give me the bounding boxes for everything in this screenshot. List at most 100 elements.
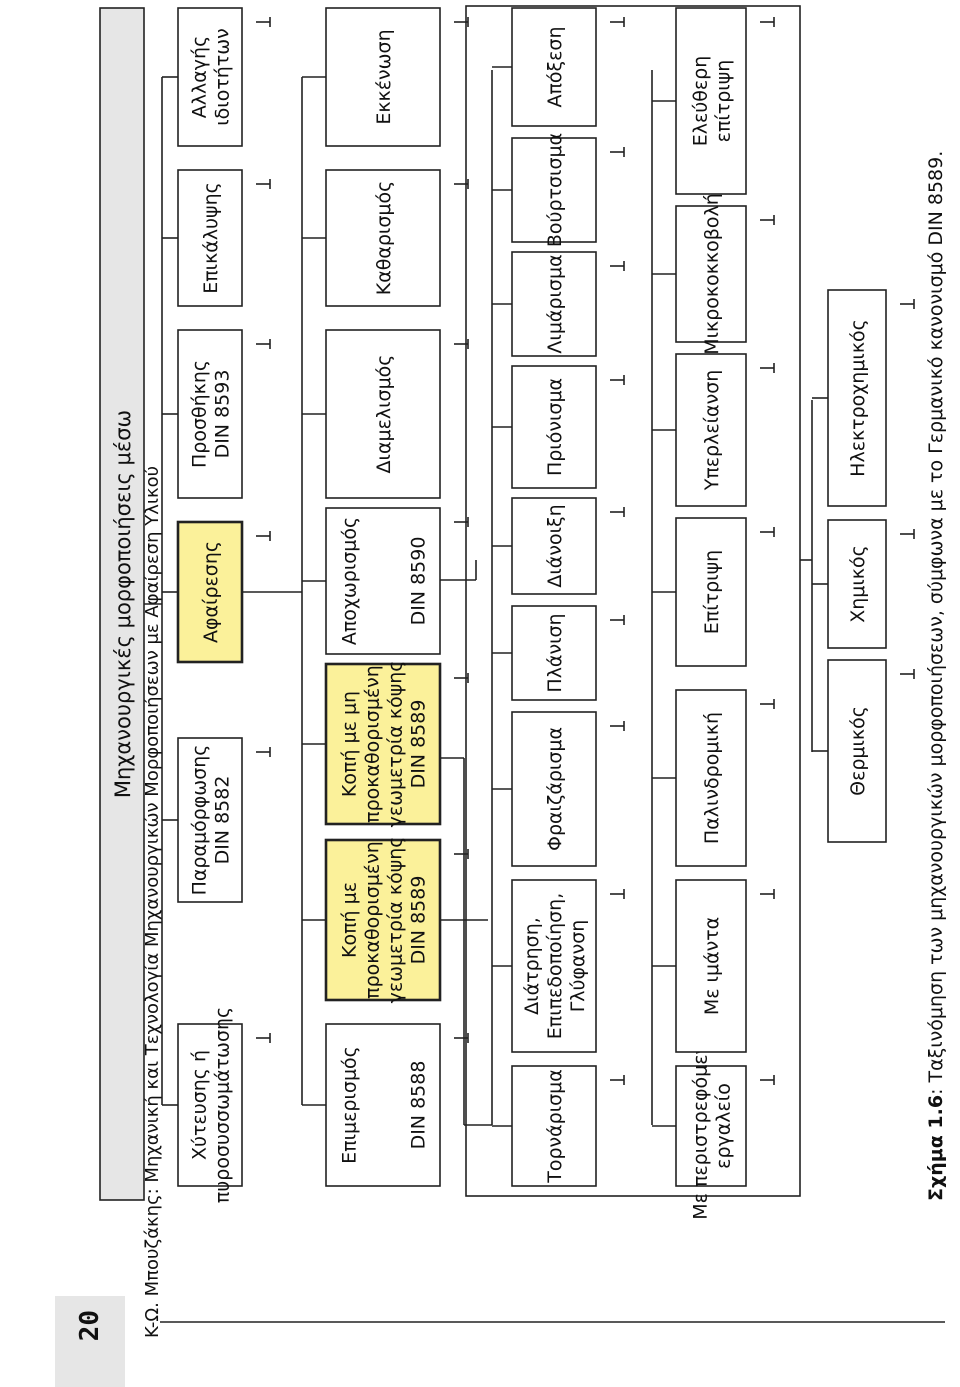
level3b-label-2: Με ιμάντα — [701, 917, 723, 1015]
level4-line-2-1: Χημικός — [847, 545, 869, 623]
level2-line-2-4: DIN 8589 — [408, 876, 430, 965]
level4-label-2: Χημικός — [847, 545, 869, 623]
level2-line-3-2: προκαθορισμένη — [362, 665, 384, 823]
level3b-line-7-2: επίτριψη — [713, 60, 735, 143]
root-box — [99, 7, 145, 1201]
level4-line-3-1: Ηλεκτροχημικός — [847, 319, 869, 477]
level2-box-5 — [325, 329, 441, 499]
level3a-line-2-1: Διάτρηση, — [521, 917, 543, 1015]
running-header: K-Ω. Μπουζάκης: Μηχανική και Τεχνολογία … — [142, 466, 163, 1338]
level3a-line-9-1: Απόξεση — [544, 26, 566, 107]
level3b-label-6: Μικροκοκκοβολή — [701, 193, 723, 355]
level3a-box-3 — [511, 711, 597, 867]
level3b-box-6 — [675, 205, 747, 343]
level1-line-5-1: Επικάλυψης — [200, 182, 222, 294]
level3b-label-5: Υπερλείανση — [701, 370, 723, 492]
level3a-label-8: Βούρτσισμα — [544, 133, 566, 247]
level2-line-1-1: Επιμερισμός — [339, 1046, 361, 1164]
level1-line-1-2: πυροσυσσωμάτωσης — [212, 1007, 234, 1203]
level3a-line-6-1: Πριόνισμα — [544, 378, 566, 476]
level1-label-3: Αφαίρεσης — [200, 541, 222, 643]
level1-label-6: Αλλαγήςιδιοτήτων — [189, 28, 234, 126]
level2-box-1 — [325, 1023, 441, 1187]
cutting-group-frame — [465, 5, 801, 1197]
level3b-line-7-1: Ελεύθερη — [690, 56, 712, 147]
root-label: Μηχανουργικές μορφοποιήσεις μέσω — [111, 410, 135, 798]
level3a-line-3-1: Φραιζάρισμα — [544, 727, 566, 851]
level1-box-3 — [176, 520, 244, 664]
level1-line-4-2: DIN 8593 — [212, 370, 234, 459]
level3b-line-4-1: Επίτριψη — [701, 550, 723, 634]
level3a-line-4-1: Πλάνιση — [544, 613, 566, 692]
level3a-label-2: Διάτρηση,Επιπεδοποίηση,Γλύφανση — [521, 893, 589, 1040]
level3a-box-9 — [511, 7, 597, 127]
boxes: Χύτευσης ήπυροσυσσωμάτωσηςΠαραμόρφωσηςDI… — [176, 7, 887, 1220]
level3a-line-1-1: Τορνάρισμα — [544, 1069, 566, 1184]
level2-label-1: Επιμερισμός DIN 8588 — [339, 1046, 430, 1164]
level3b-box-3 — [675, 689, 747, 867]
level2-box-7 — [325, 7, 441, 147]
level3b-label-1: Με περιστρεφόμενοεργαλείο — [690, 1032, 735, 1219]
level2-box-2 — [324, 838, 442, 1002]
level3b-line-5-1: Υπερλείανση — [701, 370, 723, 492]
level3b-box-7 — [675, 7, 747, 195]
level2-line-3-1: Κοπή με μη — [339, 691, 361, 797]
level4-label-1: Θερμικός — [847, 706, 869, 796]
level2-line-5-1: Διαμελισμός — [373, 355, 395, 474]
level3a-label-5: Διάνοιξη — [544, 504, 566, 587]
level2-label-5: Διαμελισμός — [373, 355, 395, 474]
level3a-line-8-1: Βούρτσισμα — [544, 133, 566, 247]
level2-label-3: Κοπή με μηπροκαθορισμένηγεωμετρία κόψηςD… — [339, 661, 430, 828]
level1-line-1-1: Χύτευσης ή — [189, 1050, 211, 1160]
level3a-label-3: Φραιζάρισμα — [544, 727, 566, 851]
level2-label-2: Κοπή μεπροκαθορισμένηγεωμετρία κόψηςDIN … — [339, 837, 430, 1004]
level1-line-6-2: ιδιοτήτων — [212, 28, 234, 126]
level4-box-3 — [827, 289, 887, 507]
level3a-box-5 — [511, 497, 597, 595]
level3a-label-9: Απόξεση — [544, 26, 566, 107]
level3a-label-6: Πριόνισμα — [544, 378, 566, 476]
page-number: 20 — [75, 1310, 105, 1341]
level1-box-5 — [177, 169, 243, 307]
level3b-box-4 — [675, 517, 747, 667]
level3b-label-4: Επίτριψη — [701, 550, 723, 634]
level2-line-3-4: DIN 8589 — [408, 700, 430, 789]
level3b-line-1-2: εργαλείο — [713, 1083, 735, 1169]
level4-label-3: Ηλεκτροχημικός — [847, 319, 869, 477]
level1-label-2: ΠαραμόρφωσηςDIN 8582 — [189, 745, 234, 896]
figure-caption: Σχήμα 1.6: Ταξινόμηση των μηχανουργικών … — [925, 151, 947, 1201]
level3b-line-3-1: Παλινδρομική — [701, 712, 723, 844]
level2-line-4-1: Αποχωρισμός — [339, 517, 361, 645]
level4-box-2 — [827, 519, 887, 649]
level2-line-2-1: Κοπή με — [339, 882, 361, 958]
caption-text: : Ταξινόμηση των μηχανουργικών μορφοποιή… — [925, 151, 947, 1095]
level3a-box-6 — [511, 365, 597, 489]
level3b-line-6-1: Μικροκοκκοβολή — [701, 193, 723, 355]
level3a-line-2-3: Γλύφανση — [567, 920, 589, 1013]
level3a-label-7: Λιμάρισμα — [544, 254, 566, 353]
level2-box-6 — [325, 169, 441, 307]
level4-line-1-1: Θερμικός — [847, 706, 869, 796]
level1-line-2-2: DIN 8582 — [212, 776, 234, 865]
level3a-label-4: Πλάνιση — [544, 613, 566, 692]
level1-label-4: ΠροσθήκηςDIN 8593 — [189, 360, 234, 468]
level2-label-7: Εκκένωση — [373, 29, 395, 124]
level3b-line-1-1: Με περιστρεφόμενο — [690, 1032, 712, 1219]
level1-label-1: Χύτευσης ήπυροσυσσωμάτωσης — [189, 1007, 234, 1203]
level3b-label-3: Παλινδρομική — [701, 712, 723, 844]
level3a-box-8 — [511, 137, 597, 243]
level1-box-2 — [177, 737, 243, 903]
level2-line-1-4: DIN 8588 — [408, 1061, 430, 1150]
level2-line-2-3: γεωμετρία κόψης — [385, 837, 407, 1004]
level3a-box-2 — [511, 879, 597, 1053]
caption-prefix: Σχήμα 1.6 — [925, 1095, 947, 1201]
level3a-box-1 — [511, 1065, 597, 1187]
level3b-line-2-1: Με ιμάντα — [701, 917, 723, 1015]
level1-line-6-1: Αλλαγής — [189, 36, 211, 118]
level2-line-2-2: προκαθορισμένη — [362, 841, 384, 999]
level3b-box-2 — [675, 879, 747, 1053]
level1-line-2-1: Παραμόρφωσης — [189, 745, 211, 896]
level1-box-1 — [177, 1023, 243, 1187]
